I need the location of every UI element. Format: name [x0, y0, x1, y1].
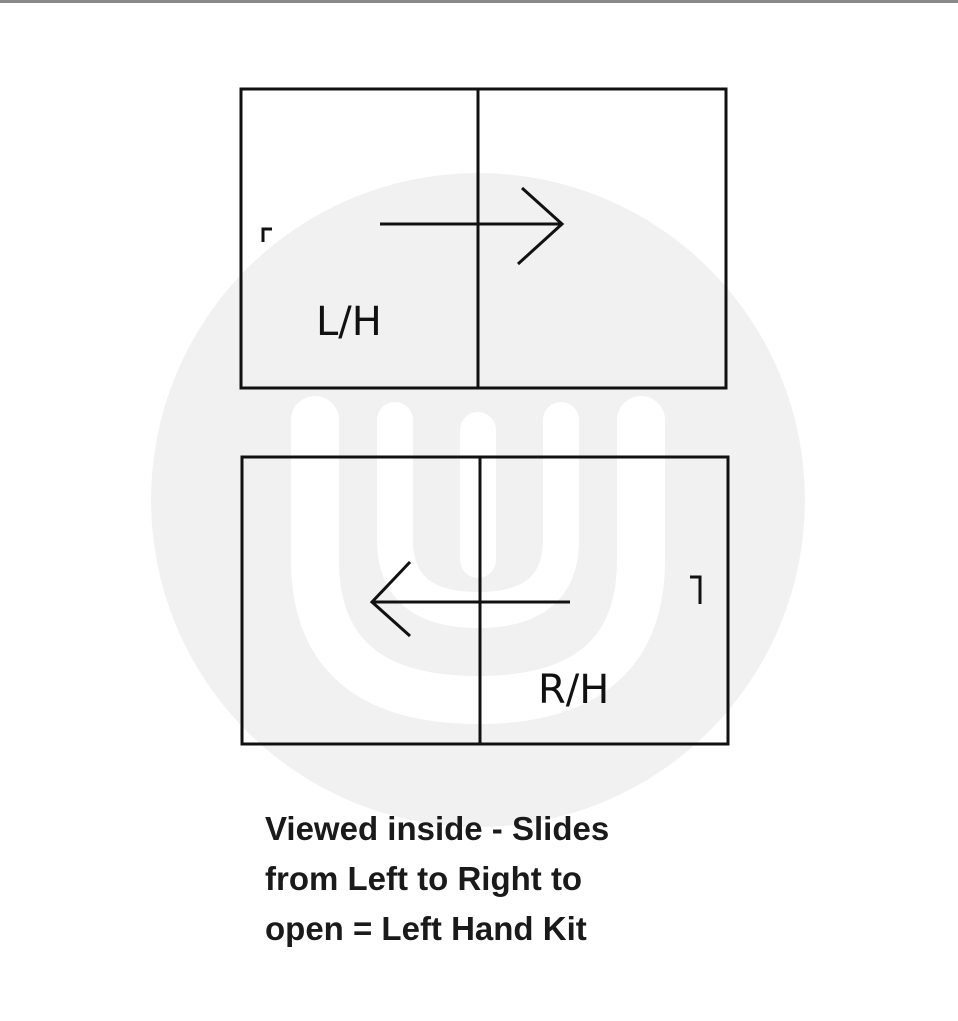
top-panel-frame: [239, 87, 728, 390]
top-panel-label: L/H: [316, 299, 382, 345]
caption-line-3: open = Left Hand Kit: [265, 910, 587, 947]
caption: Viewed inside - Slides from Left to Righ…: [265, 804, 725, 954]
caption-line-1: Viewed inside - Slides: [265, 810, 610, 847]
top-panel: [239, 87, 728, 390]
bottom-panel-label: R/H: [538, 667, 610, 713]
top-rule: [0, 0, 958, 3]
bottom-panel: [240, 455, 730, 746]
arrow-right-icon: [380, 186, 565, 266]
caption-line-2: from Left to Right to: [265, 860, 583, 897]
bottom-panel-frame: [240, 455, 730, 746]
handle-bracket-icon: [261, 227, 272, 242]
handle-bracket-icon: [690, 575, 702, 604]
arrow-left-icon: [369, 560, 570, 638]
